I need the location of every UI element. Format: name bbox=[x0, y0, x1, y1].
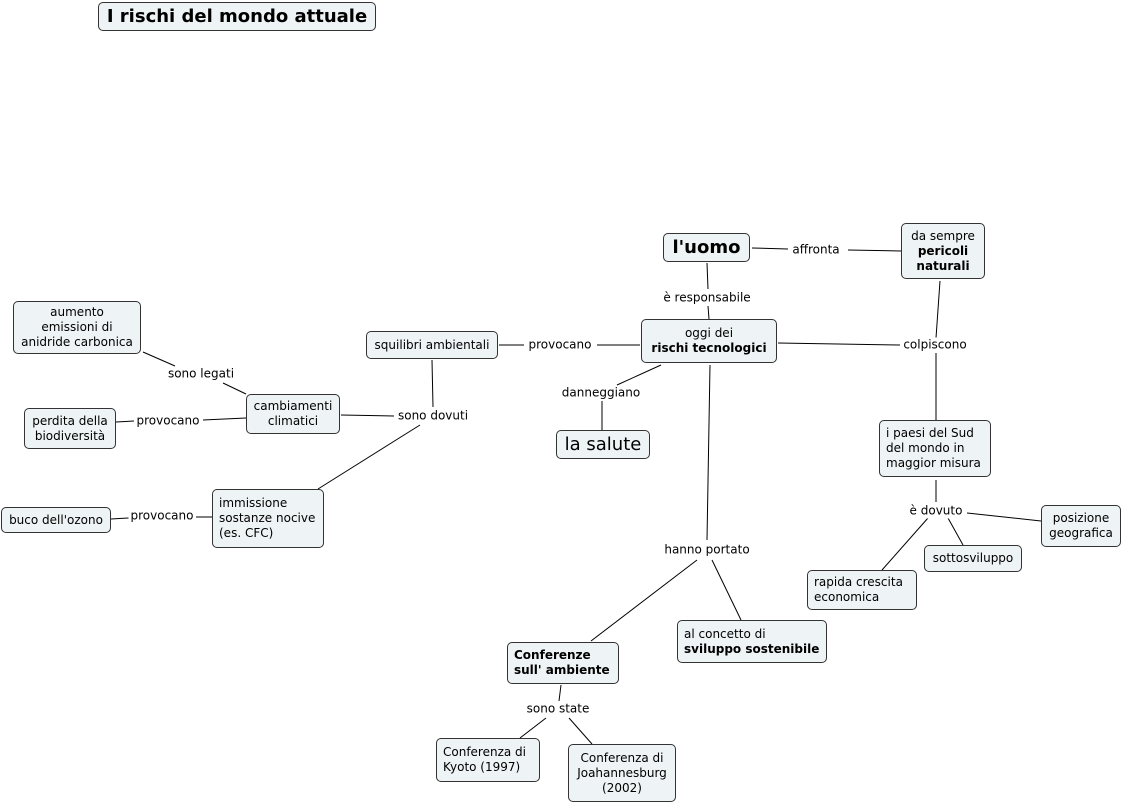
edge-edovuto-posizione bbox=[966, 512, 1042, 522]
edge-sonostate-joahannesburg bbox=[568, 717, 593, 745]
link-sono-state: sono state bbox=[524, 701, 592, 717]
edge-conferenze-sonostate bbox=[558, 684, 562, 702]
node-cambiamenti-climatici[interactable]: cambiamenti climatici bbox=[246, 394, 340, 434]
edge-edovuto-crescita bbox=[881, 517, 929, 571]
node-sottosviluppo[interactable]: sottosviluppo bbox=[924, 545, 1022, 572]
edge-provocano-ozono bbox=[110, 517, 130, 520]
edge-cambiamenti-provocano bbox=[202, 417, 247, 421]
link-sono-legati: sono legati bbox=[165, 366, 237, 382]
node-conferenze-ambiente[interactable]: Conferenze sull' ambiente bbox=[507, 642, 619, 684]
edge-edovuto-sottosviluppo bbox=[947, 517, 964, 546]
link-affronta: affronta bbox=[790, 242, 842, 258]
node-la-salute[interactable]: la salute bbox=[556, 430, 650, 459]
node-sviluppo-sostenibile[interactable]: al concetto di sviluppo sostenibile bbox=[677, 620, 827, 663]
link-provocano-ozono: provocano bbox=[128, 508, 196, 524]
link-provocano-squilibri: provocano bbox=[526, 337, 594, 353]
link-e-responsabile: è responsabile bbox=[661, 290, 753, 306]
link-hanno-portato: hanno portato bbox=[662, 542, 752, 558]
link-colpiscono: colpiscono bbox=[901, 337, 969, 353]
node-buco-ozono[interactable]: buco dell'ozono bbox=[1, 507, 111, 533]
node-conferenza-kyoto[interactable]: Conferenza di Kyoto (1997) bbox=[436, 738, 540, 782]
edge-sonodovuti-immissione bbox=[317, 424, 421, 490]
edge-uomo-responsabile bbox=[706, 262, 709, 290]
edge-hannoportato-conferenze bbox=[590, 559, 698, 642]
edge-uomo-affronta bbox=[751, 247, 789, 250]
link-sono-dovuti: sono dovuti bbox=[395, 408, 471, 424]
edge-rischi-hannoportato bbox=[706, 364, 711, 541]
link-provocano-biodiversita: provocano bbox=[134, 413, 202, 429]
edge-squilibri-sonodovuti bbox=[431, 359, 434, 408]
node-paesi-sud[interactable]: i paesi del Sud del mondo in maggior mis… bbox=[879, 420, 991, 477]
node-immissione-sostanze[interactable]: immissione sostanze nocive (es. CFC) bbox=[212, 489, 324, 548]
edge-aumento-sonolegati bbox=[142, 351, 176, 367]
node-uomo-label: l'uomo bbox=[672, 236, 741, 258]
edge-hannoportato-sviluppo bbox=[711, 559, 742, 621]
node-posizione-geografica[interactable]: posizione geografica bbox=[1041, 505, 1121, 547]
node-uomo[interactable]: l'uomo bbox=[663, 233, 750, 262]
edge-pericoli-colpiscono bbox=[935, 280, 941, 339]
edge-affronta-pericoli bbox=[847, 249, 902, 252]
map-title: I rischi del mondo attuale bbox=[98, 2, 376, 31]
edge-responsabile-rischi bbox=[707, 305, 710, 320]
edge-rischi-colpiscono bbox=[777, 342, 901, 346]
node-rapida-crescita[interactable]: rapida crescita economica bbox=[807, 570, 917, 610]
node-perdita-biodiversita[interactable]: perdita della biodiversità bbox=[24, 408, 116, 449]
edge-provocano-biodiversita bbox=[115, 420, 135, 423]
node-squilibri-ambientali[interactable]: squilibri ambientali bbox=[366, 331, 498, 359]
edge-cambiamenti-sonodovuti bbox=[340, 414, 395, 417]
node-rischi-tecnologici[interactable]: oggi dei rischi tecnologici bbox=[641, 319, 777, 363]
edge-sonolegati-cambiamenti bbox=[222, 382, 247, 395]
node-conferenza-joahannesburg[interactable]: Conferenza di Joahannesburg (2002) bbox=[568, 744, 676, 802]
link-danneggiano: danneggiano bbox=[559, 385, 643, 401]
edge-sonostate-kyoto bbox=[519, 717, 547, 739]
link-e-dovuto: è dovuto bbox=[907, 503, 965, 519]
edge-rischi-danneggiano bbox=[616, 364, 662, 386]
node-pericoli-naturali[interactable]: da sempre pericoli naturali bbox=[901, 223, 985, 279]
node-aumento-emissioni[interactable]: aumento emissioni di anidride carbonica bbox=[13, 301, 141, 354]
